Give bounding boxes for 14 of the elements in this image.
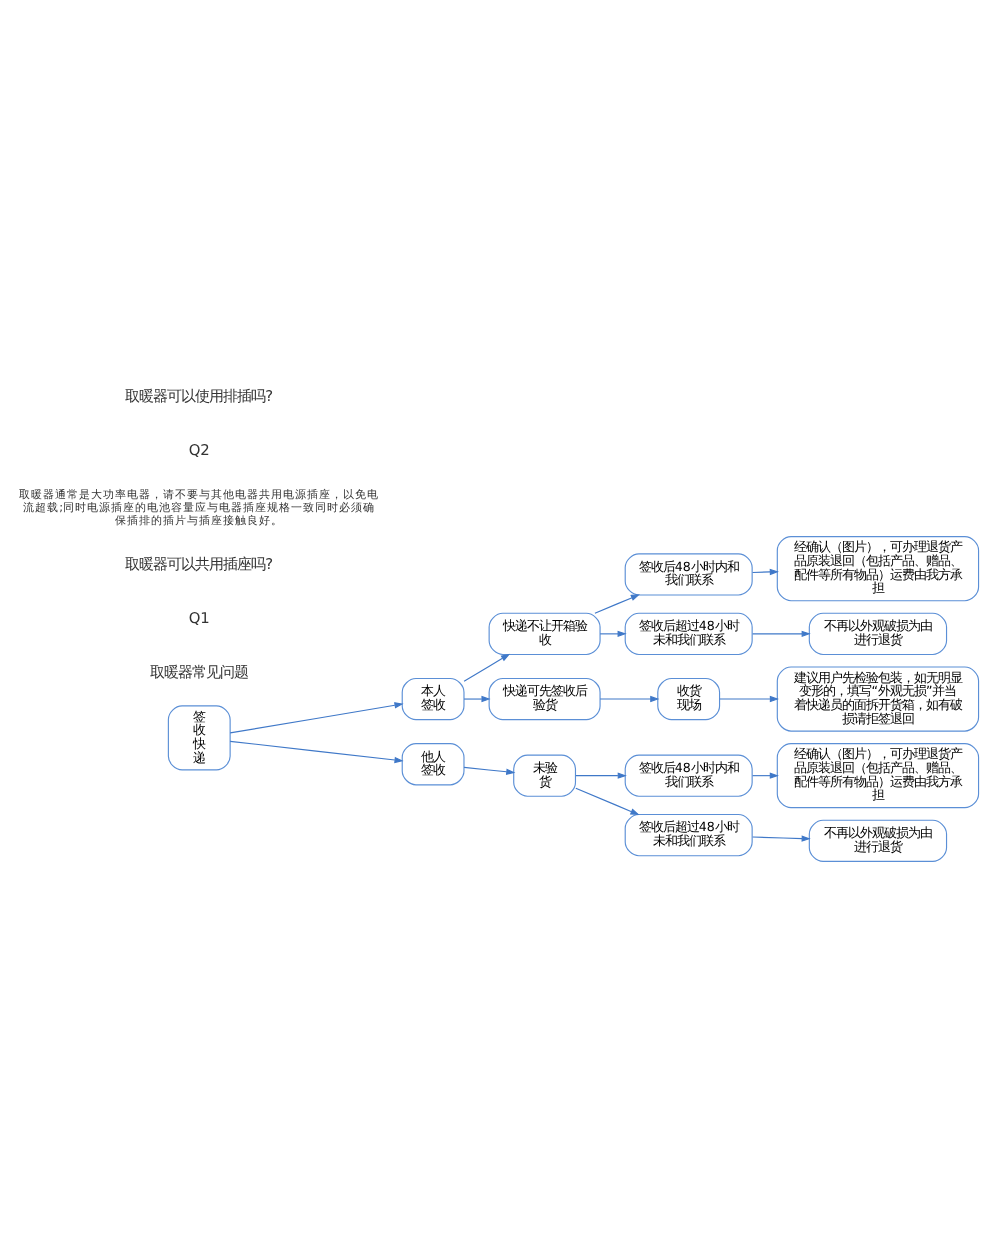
arrow	[463, 766, 516, 775]
arrow	[229, 702, 404, 734]
arrow	[599, 630, 627, 638]
arrow	[719, 695, 779, 703]
arrow	[229, 740, 404, 764]
arrow	[463, 695, 491, 703]
arrow	[575, 772, 627, 779]
arrow	[752, 568, 779, 576]
arrow	[594, 594, 640, 614]
arrow	[599, 695, 660, 703]
arrow	[575, 787, 640, 816]
arrow	[752, 835, 811, 842]
arrow	[752, 630, 811, 638]
arrow	[463, 653, 511, 682]
